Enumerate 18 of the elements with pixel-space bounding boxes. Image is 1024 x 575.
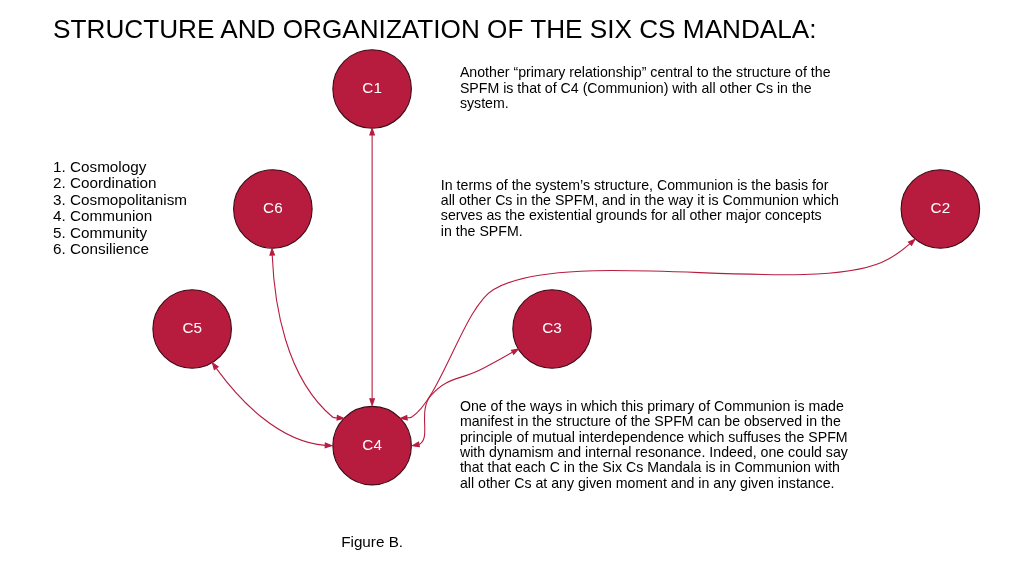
arrow — [269, 247, 346, 421]
arrow — [398, 238, 917, 421]
label: In terms of the system’s structure, Communion is the basis for all other Cs in the SPFM, and in the way it is Communion which serves as the existential grounds for all other major concepts in the SPFM. — [440, 176, 839, 239]
label: 3. Cosmopolitanism — [53, 190, 188, 208]
arrow — [369, 126, 376, 407]
label: One of the ways in which this primary of Communion is made manifest in the structure of the SPFM can be observed in the principle of mutual interdependence which suffuses the SPFM with dynamism and internal resonance. Indeed, one could say that that each C in the Six Cs Mandala is in Communion with all other Cs at any given moment and in any given instance. — [459, 398, 848, 491]
label: 1. Cosmology — [53, 158, 147, 176]
caption: Figure B. — [341, 532, 404, 550]
arrow — [410, 348, 520, 448]
diagram-title: STRUCTURE AND ORGANIZATION OF THE SIX CS MANDALA: — [53, 13, 817, 44]
label: 2. Coordination — [53, 174, 157, 192]
label: 4. Communion — [53, 207, 153, 225]
label: 5. Community — [53, 223, 148, 241]
node-circle: C1 — [332, 49, 412, 129]
label: Another “primary relationship” central to the structure of the SPFM is that of C4 (Communion) with all other Cs in the system. — [459, 64, 831, 111]
node-circle: C6 — [233, 169, 313, 249]
arrow — [211, 361, 334, 449]
node-circle: C4 — [332, 405, 412, 486]
